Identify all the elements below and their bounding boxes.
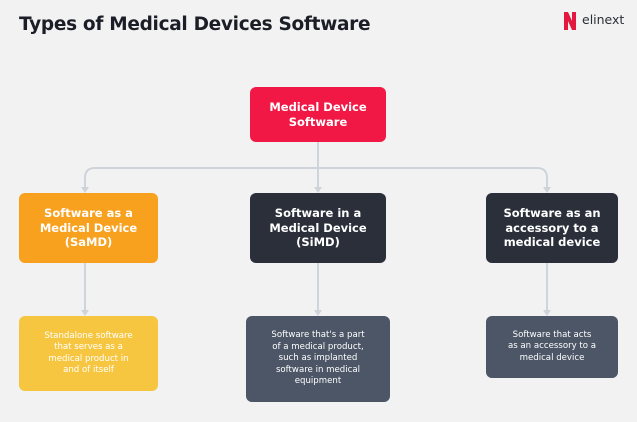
arrowhead-simd-description — [314, 310, 322, 316]
accessory-description: Software that acts as an accessory to a … — [486, 316, 618, 378]
samd-node: Software as a Medical Device (SaMD) — [19, 193, 158, 263]
root-node: Medical Device Software — [250, 87, 386, 142]
arrowhead-simd — [314, 187, 322, 193]
elinext-logo-icon — [564, 12, 576, 30]
accessory-node: Software as an accessory to a medical de… — [486, 193, 618, 263]
samd-description: Standalone software that serves as a med… — [19, 316, 158, 391]
elinext-logo: elinext — [562, 10, 630, 32]
arrowhead-accessory — [543, 187, 551, 193]
arrowhead-samd-description — [81, 310, 89, 316]
simd-node: Software in a Medical Device (SiMD) — [250, 193, 386, 263]
connector-branch — [84, 167, 548, 190]
brand-name: elinext — [582, 12, 625, 27]
simd-description: Software that's a part of a medical prod… — [246, 316, 390, 402]
page-title: Types of Medical Devices Software — [19, 14, 371, 35]
arrowhead-samd — [81, 187, 89, 193]
arrowhead-accessory-description — [543, 310, 551, 316]
